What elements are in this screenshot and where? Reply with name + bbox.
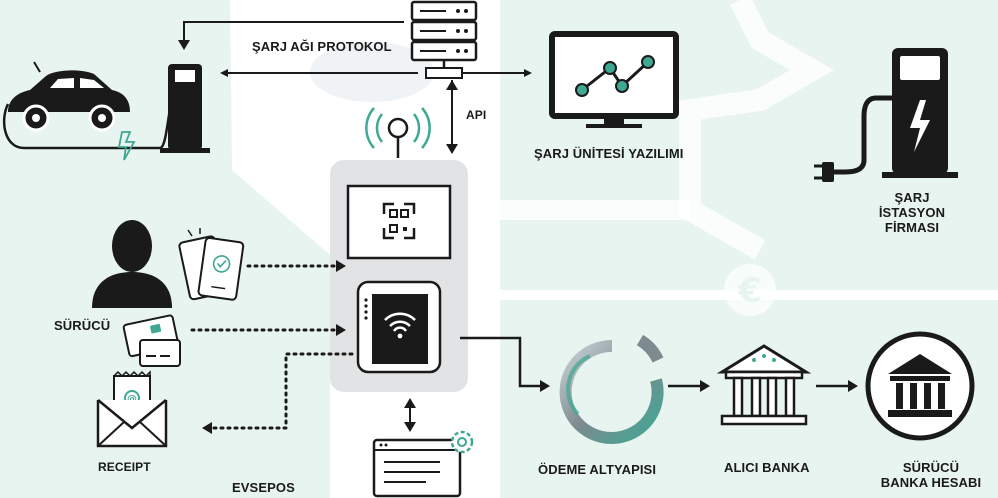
monitor-chart-icon xyxy=(549,31,679,128)
euro-icon: € xyxy=(724,264,776,316)
label-acquirer-bank: ALICI BANKA xyxy=(724,460,810,475)
svg-text:@: @ xyxy=(127,394,137,405)
payment-gateway-icon xyxy=(559,334,664,444)
lightning-icon xyxy=(117,131,136,161)
car-icon xyxy=(8,61,130,132)
nfc-icon xyxy=(384,312,416,339)
label-receipt: RECEIPT xyxy=(98,460,151,474)
label-driver-bank-line-1: SÜRÜCÜ xyxy=(902,460,960,475)
label-driver-bank: SÜRÜCÜ BANKA HESABI xyxy=(876,460,986,490)
bank-icon xyxy=(716,344,812,426)
phone-icon xyxy=(178,228,245,301)
label-evsepos: EVSEPOS xyxy=(232,480,295,495)
pos-terminal-icon xyxy=(330,160,468,392)
label-driver-bank-line-2: BANKA HESABI xyxy=(880,475,982,490)
label-software: ŞARJ ÜNİTESİ YAZILIMI xyxy=(534,146,684,161)
label-driver: SÜRÜCÜ xyxy=(54,318,111,333)
label-station-company-line-1: ŞARJ xyxy=(894,190,930,205)
label-api: API xyxy=(466,108,487,122)
label-payment-infra: ÖDEME ALTYAPISI xyxy=(538,462,657,477)
server-icon xyxy=(410,0,478,79)
person-icon xyxy=(92,220,172,308)
label-station-company-line-3: FİRMASI xyxy=(884,220,940,235)
charging-station-icon xyxy=(814,48,958,182)
label-station-company-line-2: İSTASYON xyxy=(878,205,946,220)
config-window-icon xyxy=(372,430,474,498)
qr-code-icon xyxy=(382,202,416,240)
svg-text:€: € xyxy=(737,271,762,311)
label-station-company: ŞARJ İSTASYON FİRMASI xyxy=(862,190,962,235)
envelope-icon: @ xyxy=(96,370,168,448)
charger-icon xyxy=(160,64,210,153)
label-network-protocol: ŞARJ AĞI PROTOKOL xyxy=(252,39,392,54)
bank-account-icon xyxy=(865,331,975,441)
antenna-icon xyxy=(365,107,431,158)
card-icon xyxy=(122,314,181,367)
